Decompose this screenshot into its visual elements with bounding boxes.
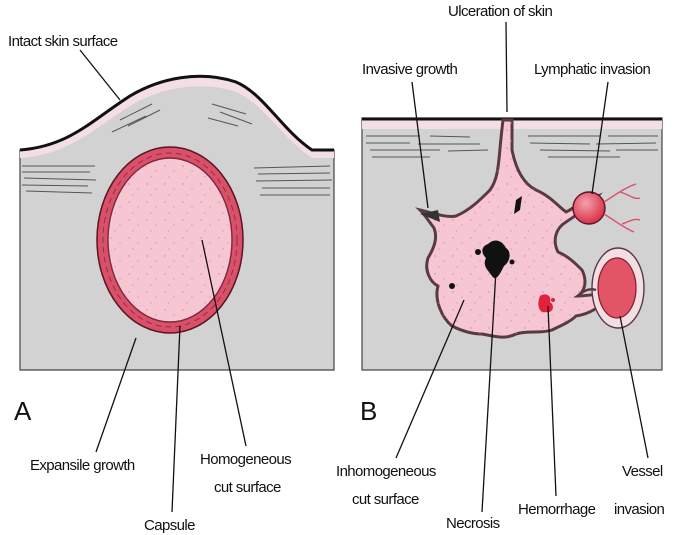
- lymphatic-node: [573, 192, 605, 224]
- label-necrosis: Necrosis: [446, 515, 500, 532]
- label-hemorrhage: Hemorrhage: [518, 501, 596, 518]
- leader-ulceration: [506, 22, 507, 112]
- label-intact-skin: Intact skin surface: [8, 33, 118, 50]
- label-invasive-growth: Invasive growth: [362, 61, 457, 78]
- leader-intact-skin: [80, 50, 120, 100]
- panel-b: [362, 118, 662, 370]
- label-ulceration: Ulceration of skin: [448, 3, 553, 20]
- label-homogeneous-1: Homogeneous: [200, 451, 291, 468]
- label-homogeneous-2: cut surface: [214, 479, 281, 496]
- panel-a: [20, 76, 334, 370]
- label-expansile-growth: Expansile growth: [30, 457, 135, 474]
- label-vessel-1: Vessel: [622, 463, 663, 480]
- label-lymphatic-invasion: Lymphatic invasion: [534, 61, 650, 78]
- panel-letter-b: B: [360, 396, 377, 426]
- vessel-thrombus: [598, 258, 636, 318]
- panel-letter-a: A: [14, 396, 32, 426]
- label-inhomogeneous-2: cut surface: [352, 491, 419, 508]
- label-capsule: Capsule: [144, 517, 195, 534]
- label-vessel-2: invasion: [614, 501, 664, 518]
- label-inhomogeneous-1: Inhomogeneous: [336, 463, 436, 480]
